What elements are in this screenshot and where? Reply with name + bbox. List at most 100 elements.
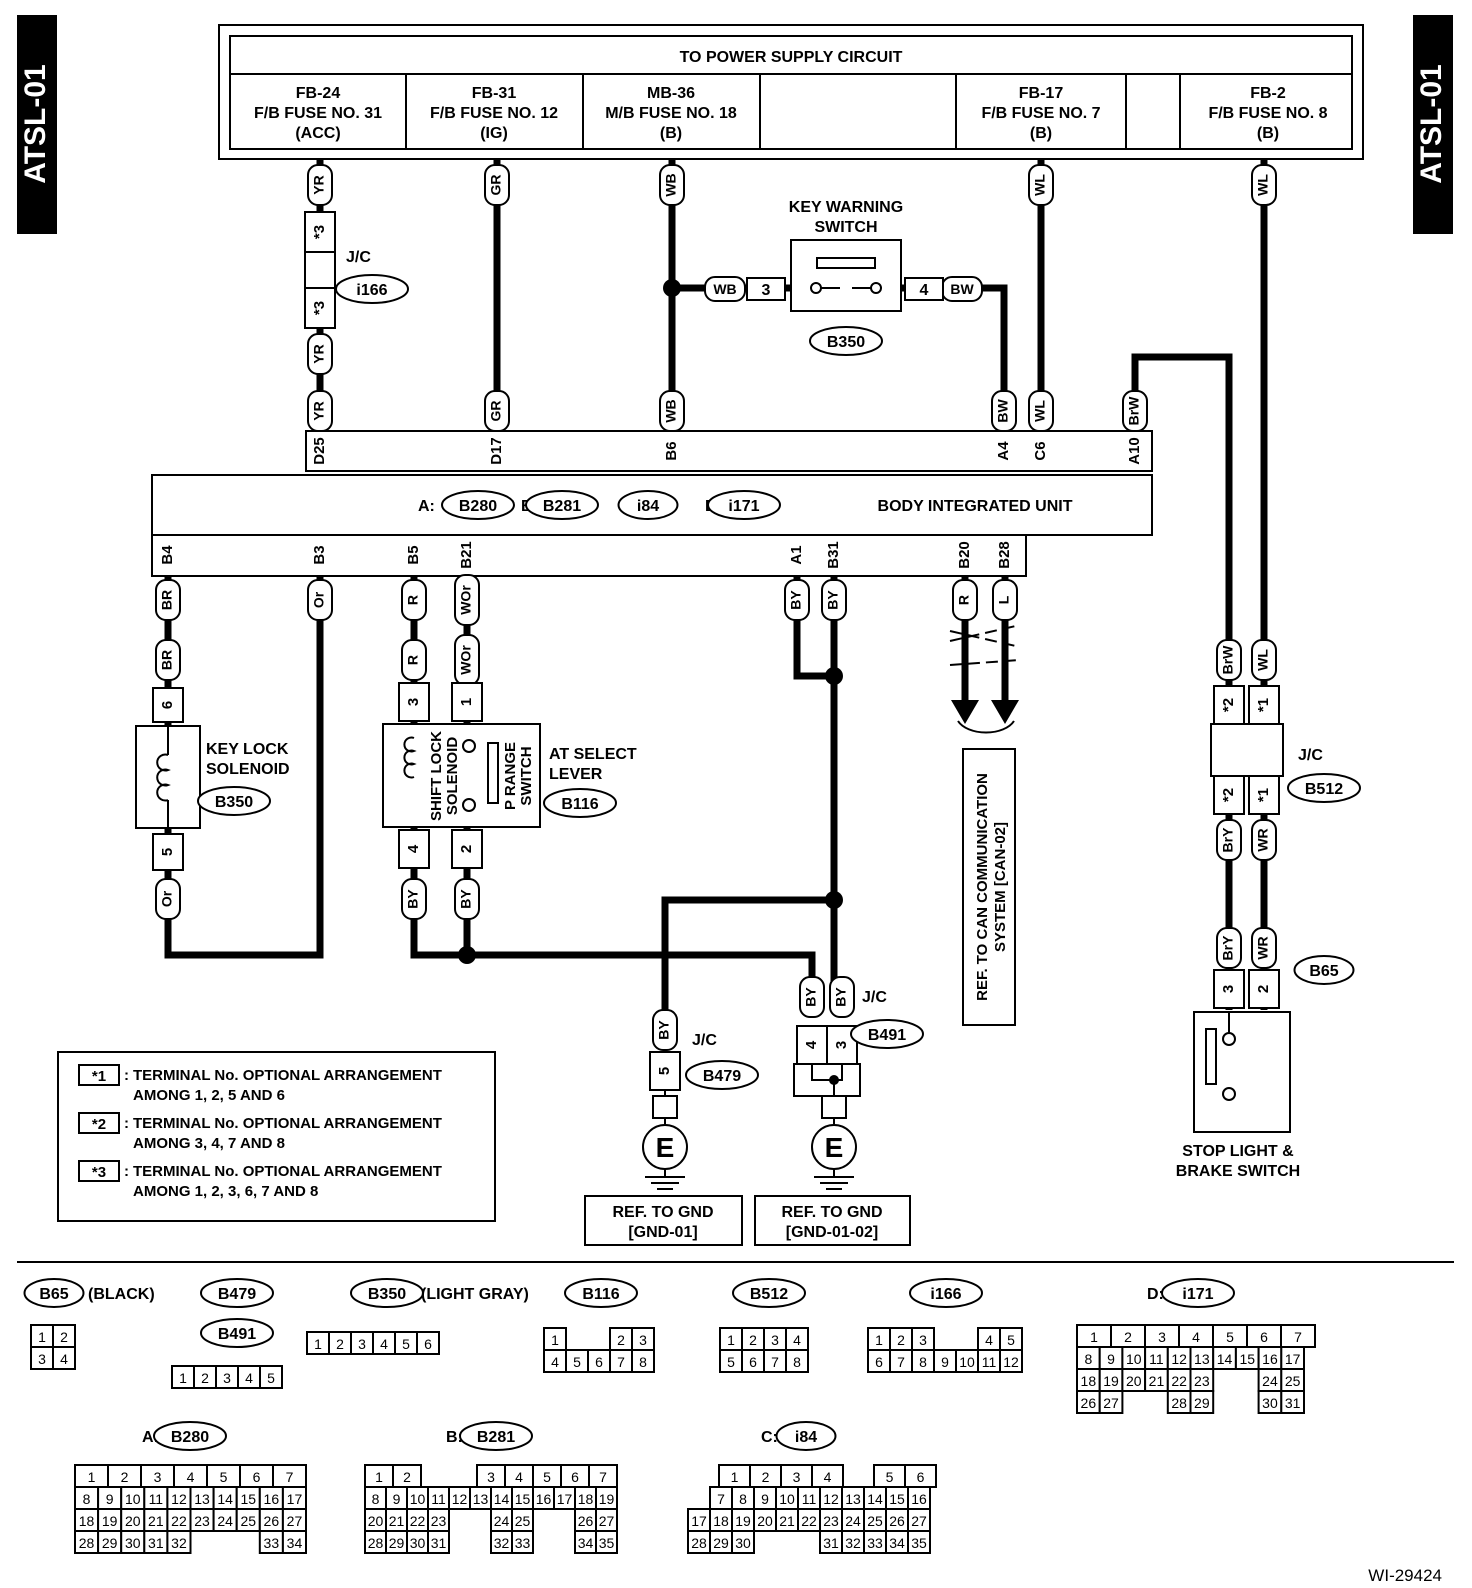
ground-symbol: E: [642, 1118, 688, 1190]
jc-mark: *3: [311, 301, 328, 315]
jc-mark: *3: [311, 225, 328, 239]
b280-code: B280: [153, 1421, 227, 1451]
connector-code-label: B512: [750, 1286, 788, 1303]
wire-color-text: BW: [950, 281, 974, 297]
legend-text: TERMINAL No. OPTIONAL ARRANGEMENT: [133, 1163, 442, 1180]
pin-number: 34: [578, 1535, 594, 1551]
pin-number: 3: [358, 1336, 366, 1352]
fuse-id: FB-24: [296, 85, 341, 102]
jc-pin-3: 3: [833, 1041, 850, 1049]
pin-number: 22: [171, 1513, 187, 1529]
pin-number: 26: [889, 1513, 905, 1529]
gnd-ref-1: REF. TO GND [GND-01]: [584, 1195, 743, 1246]
legend-item: *2:TERMINAL No. OPTIONAL ARRANGEMENTAMON…: [78, 1112, 442, 1152]
pin-number: 4: [245, 1370, 253, 1386]
legend-mark: *2: [92, 1116, 106, 1133]
pin-number: 8: [793, 1354, 801, 1370]
pin-number: 2: [336, 1336, 344, 1352]
legend-text: AMONG 1, 2, 5 AND 6: [133, 1087, 285, 1104]
pin-number: 12: [171, 1491, 187, 1507]
at-select-label: AT SELECT: [549, 746, 637, 763]
pin-number: 25: [515, 1513, 531, 1529]
wire-color-text: BY: [458, 889, 474, 909]
connector-code-label: B479: [703, 1068, 741, 1085]
wire-color-text: WL: [1255, 174, 1271, 196]
gnd-ref-label: REF. TO GND: [612, 1204, 713, 1221]
pin-number: 4: [380, 1336, 388, 1352]
wire-color-text: WOr: [458, 585, 474, 615]
pin-number: 14: [1217, 1351, 1233, 1367]
wire-color-label: R: [952, 579, 978, 621]
jc-i166: *3 *3 J/C: [304, 211, 371, 329]
pin-number: 24: [1262, 1373, 1278, 1389]
pin-number: 9: [106, 1491, 114, 1507]
pin-number: 24: [494, 1513, 510, 1529]
side-tab-label: ATSL-01: [1415, 64, 1448, 183]
can-ref-label: REF. TO CAN COMMUNICATION: [974, 773, 991, 1001]
pin-number: 1: [731, 1469, 739, 1485]
pin-number: 33: [867, 1535, 883, 1551]
biu-connector-code: B281: [525, 490, 599, 520]
jc-b512-code: B512: [1287, 773, 1361, 803]
pin-number: 6: [1260, 1329, 1268, 1345]
wire-color-label: BrW: [1122, 390, 1148, 432]
splice-dot: [458, 946, 476, 964]
legend-text: AMONG 3, 4, 7 AND 8: [133, 1135, 285, 1152]
wire-color-label: WB: [659, 390, 685, 432]
pin-number: 27: [1103, 1395, 1119, 1411]
pin-number: 31: [1285, 1395, 1301, 1411]
shift-lock-label: SHIFT LOCK: [428, 731, 445, 821]
pin-number: 13: [194, 1491, 210, 1507]
can-ref-label-2: SYSTEM [CAN-02]: [992, 822, 1009, 952]
wire-color-label: BY: [784, 579, 810, 621]
pin-number: 11: [1149, 1351, 1164, 1367]
pin-number: 20: [368, 1513, 384, 1529]
pin-number: 3: [487, 1469, 495, 1485]
jc-pin-5: 5: [656, 1067, 673, 1075]
pin-number: 24: [845, 1513, 861, 1529]
pin-number: 15: [515, 1491, 531, 1507]
pin-number: 5: [402, 1336, 410, 1352]
biu-connector-letter: A:: [418, 498, 435, 515]
wire-color-text: R: [405, 595, 421, 605]
pin-number: 10: [779, 1491, 795, 1507]
wire-color-text: BW: [995, 399, 1011, 423]
pin-number: 9: [1107, 1351, 1115, 1367]
wire-color-label: BR: [155, 579, 181, 621]
pin-number: 15: [240, 1491, 256, 1507]
connector-code-label: i84: [637, 498, 659, 515]
pin-number: 25: [240, 1513, 256, 1529]
pin-number: 5: [1226, 1329, 1234, 1345]
pin-number: 4: [515, 1469, 523, 1485]
pin-number: 30: [125, 1535, 141, 1551]
connector-code-label: i171: [728, 498, 759, 515]
jc-b479: 5 J/C: [649, 1032, 717, 1119]
pin-number: 22: [1171, 1373, 1187, 1389]
b116-code: B116: [564, 1278, 638, 1308]
pin-number: 13: [473, 1491, 489, 1507]
legend-colon: :: [124, 1115, 129, 1132]
fuse-name: F/B FUSE NO. 12: [430, 105, 558, 122]
pin-number: 3: [1158, 1329, 1166, 1345]
fuse-id: MB-36: [647, 85, 695, 102]
wire-color-text: Or: [311, 591, 327, 608]
pin-number: 28: [1171, 1395, 1187, 1411]
wire-color-label: WL: [1028, 390, 1054, 432]
key-lock-label-2: SOLENOID: [206, 761, 290, 778]
pin-number: 31: [823, 1535, 839, 1551]
i166-code: i166: [909, 1278, 983, 1308]
pin-number: 19: [102, 1513, 118, 1529]
wire-color-text: WL: [1032, 400, 1048, 422]
fuse-id: FB-31: [472, 85, 517, 102]
pin-number: 18: [578, 1491, 594, 1507]
pin-number: 7: [286, 1469, 294, 1485]
pin-number: 1: [38, 1329, 46, 1345]
b350-color-note: (LIGHT GRAY): [421, 1286, 529, 1303]
pin-number: 5: [1007, 1332, 1015, 1348]
pin-number: 11: [149, 1491, 164, 1507]
biu-pin: B31: [825, 541, 842, 569]
pin-number: 9: [761, 1491, 769, 1507]
